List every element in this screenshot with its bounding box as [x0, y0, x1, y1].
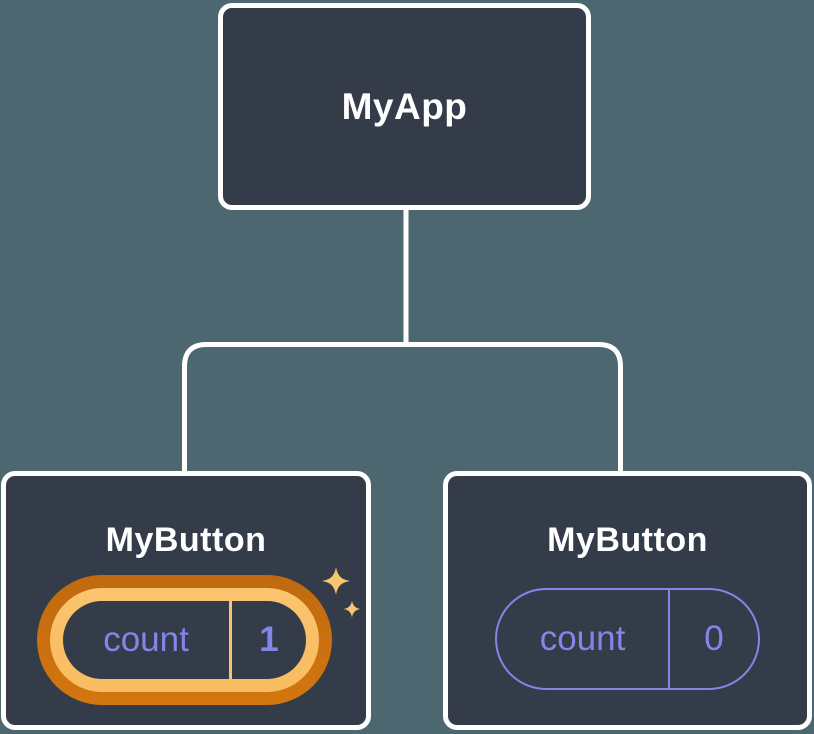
state-pill-highlighted: count 1 — [37, 575, 332, 705]
state-value: 0 — [704, 619, 724, 658]
state-pill-plain: count 0 — [495, 588, 760, 690]
state-value: 1 — [259, 620, 279, 659]
node-mybutton-updated: MyButton count 1 — [1, 471, 371, 730]
node-myapp: MyApp — [218, 3, 591, 210]
node-mybutton-updated-label: MyButton — [105, 520, 267, 559]
node-myapp-label: MyApp — [341, 85, 468, 127]
state-pill-divider — [668, 590, 670, 688]
node-mybutton-plain: MyButton count 0 — [443, 471, 812, 730]
sparkle-icon — [322, 567, 361, 618]
state-pill-body: count 1 — [63, 601, 306, 679]
node-mybutton-plain-label: MyButton — [547, 520, 708, 559]
state-pill-highlight-ring: count 1 — [50, 588, 319, 692]
state-pill-divider — [229, 601, 232, 679]
state-key-label: count — [539, 619, 626, 658]
state-key-label: count — [103, 620, 189, 659]
